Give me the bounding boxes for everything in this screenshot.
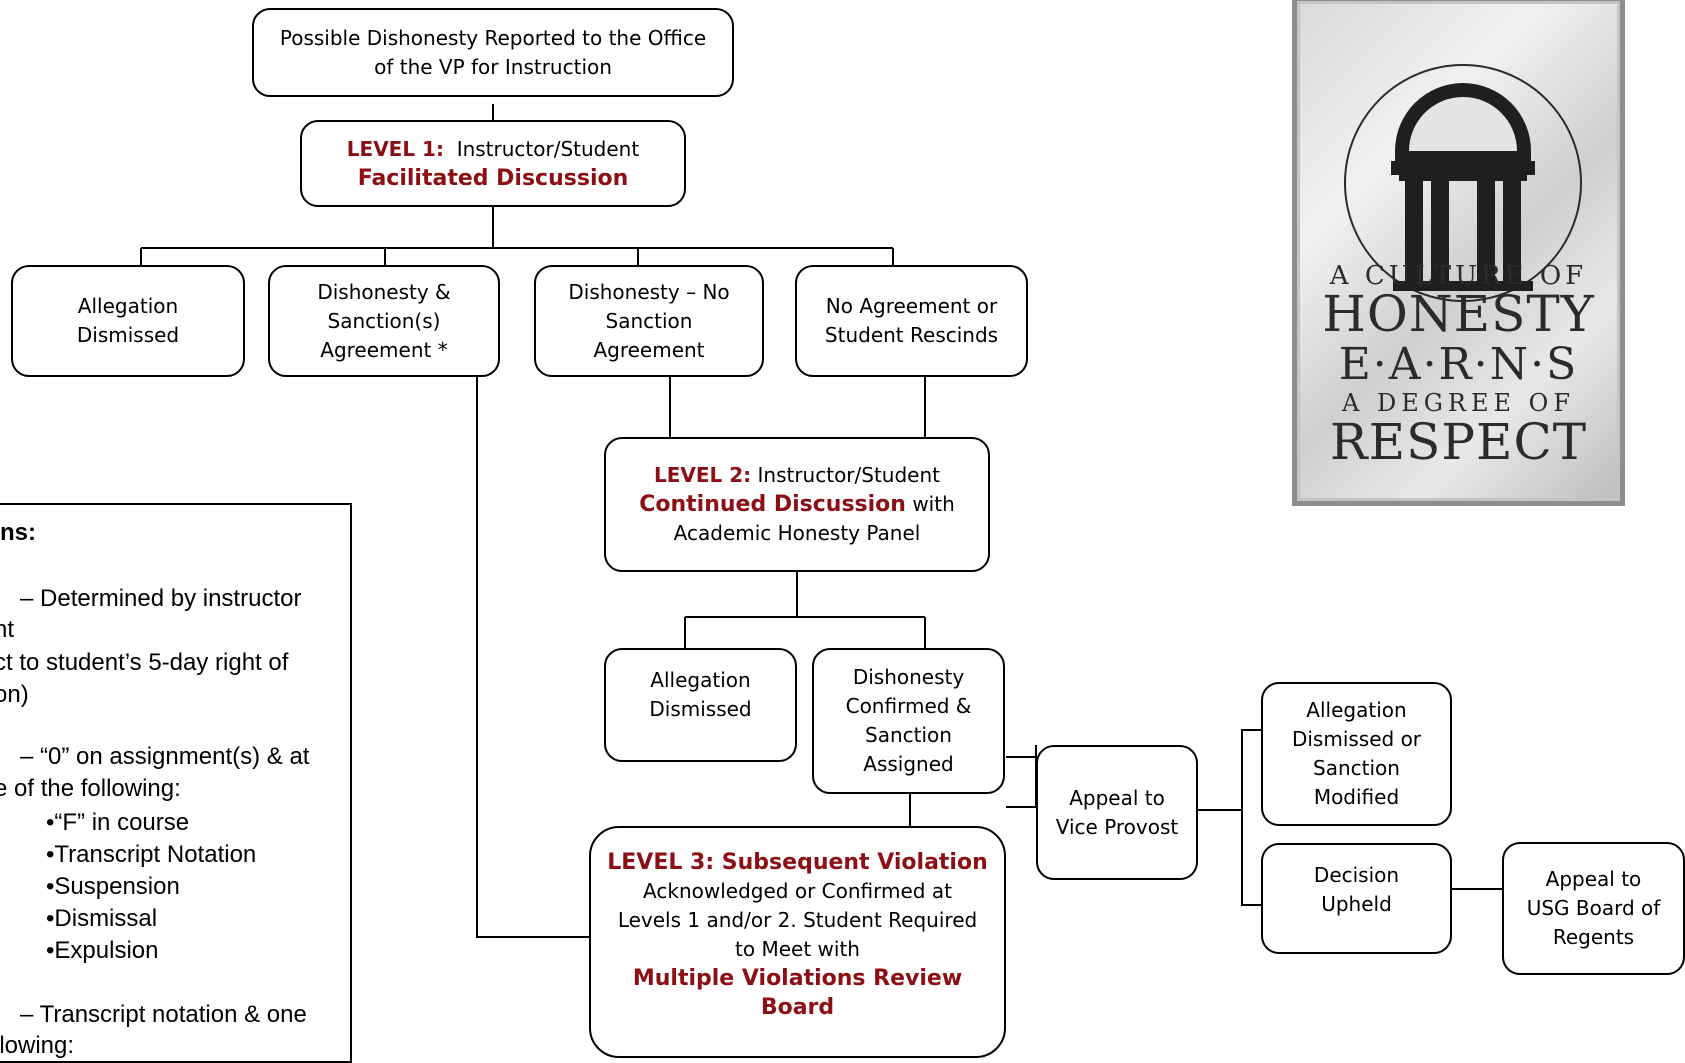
appeal-result-line: Upheld (1321, 892, 1392, 916)
level3-box: LEVEL 3: Subsequent Violation Acknowledg… (589, 826, 1006, 1058)
level2-label: LEVEL 2: (653, 463, 752, 487)
legend-line: – Determined by instructor (20, 585, 302, 612)
outcome-line: Sanction (605, 308, 693, 333)
connector (476, 377, 589, 938)
outcome-line: Allegation (77, 294, 179, 318)
appeal-vice-provost-box: Appeal to Vice Provost (1036, 745, 1198, 880)
arch-icon (1344, 64, 1582, 302)
appeal-result-line: Decision (1313, 863, 1400, 887)
level3-board-line: Multiple Violations Review (632, 966, 963, 991)
outcome2-dishonesty-confirmed: Dishonesty Confirmed & Sanction Assigned (812, 648, 1005, 794)
outcome-allegation-dismissed: Allegation Dismissed (11, 265, 245, 377)
outcome-line: Confirmed & (845, 694, 972, 718)
level2-box: LEVEL 2: Instructor/Student Continued Di… (604, 437, 990, 572)
legend-line: llowing: (0, 1032, 75, 1059)
outcome-line: Dismissed (649, 697, 752, 721)
level3-board-line: Board (760, 995, 835, 1020)
appeal-result-line: Allegation (1306, 698, 1407, 722)
outcome-line: Sanction (865, 723, 952, 747)
report-box: Possible Dishonesty Reported to the Offi… (252, 8, 734, 97)
appeal-line: USG Board of (1526, 896, 1661, 920)
level3-line: Acknowledged or Confirmed at (643, 879, 952, 903)
outcome-line: No Agreement or (825, 294, 998, 318)
appeal-line: Appeal to (1069, 785, 1165, 810)
report-line: of the VP for Instruction (374, 54, 612, 79)
sanctions-legend: ns: – Determined by instructor nt ct to … (0, 503, 352, 1063)
report-line: Possible Dishonesty Reported to the Offi… (279, 25, 707, 50)
legend-line: – Transcript notation & one (20, 1001, 307, 1028)
appeal-usg-box: Appeal to USG Board of Regents (1502, 842, 1685, 975)
outcome-line: Sanction(s) (327, 308, 441, 333)
outcome-line: Assigned (863, 752, 954, 776)
logo-line: RESPECT (1329, 413, 1588, 471)
logo-line: A DEGREE OF (1342, 389, 1575, 417)
appeal-result-upheld: Decision Upheld (1261, 843, 1452, 954)
honesty-logo: A CULTURE OF HONESTY E·A·R·N·S A DEGREE … (1292, 0, 1625, 506)
legend-line: nt (0, 616, 15, 643)
appeal-result-line: Modified (1313, 785, 1400, 809)
logo-line: E·A·R·N·S (1338, 339, 1579, 390)
legend-line: e of the following: (0, 775, 181, 802)
logo-line: HONESTY (1322, 285, 1595, 343)
level3-line: Levels 1 and/or 2. Student Required (617, 908, 978, 932)
legend-line: – “0” on assignment(s) & at (20, 743, 310, 770)
outcome-line: Dismissed (76, 323, 180, 347)
legend-item: •Expulsion (46, 937, 159, 964)
legend-line: ct to student’s 5-day right of (0, 649, 289, 676)
legend-heading: ns: (0, 519, 36, 546)
appeal-line: Regents (1552, 925, 1635, 949)
outcome-line: Dishonesty (852, 665, 965, 689)
legend-item: •“F” in course (46, 809, 190, 836)
appeal-line: Vice Provost (1055, 814, 1179, 839)
appeal-result-line: Dismissed or (1291, 727, 1422, 751)
level2-line3: Academic Honesty Panel (673, 521, 921, 545)
level3-title: LEVEL 3: Subsequent Violation (607, 850, 988, 875)
outcome-no-agreement: No Agreement or Student Rescinds (795, 265, 1028, 377)
outcome-line: Dishonesty – No (568, 279, 730, 304)
outcome-line: Student Rescinds (824, 323, 999, 347)
outcome-line: Agreement * (320, 337, 448, 362)
level2-title: Continued Discussion (639, 492, 906, 517)
level1-label: LEVEL 1: (346, 136, 444, 161)
legend-line: on) (0, 681, 29, 708)
logo-line: A CULTURE OF (1329, 261, 1588, 291)
outcome-line: Allegation (650, 668, 751, 692)
connector (1241, 729, 1261, 906)
appeal-result-line: Sanction (1313, 756, 1400, 780)
appeal-line: Appeal to (1545, 867, 1642, 891)
legend-item: •Suspension (46, 873, 180, 900)
level1-box: LEVEL 1: Instructor/Student Facilitated … (300, 120, 686, 207)
outcome2-allegation-dismissed: Allegation Dismissed (604, 648, 797, 762)
outcome-line: Dishonesty & (317, 279, 451, 304)
legend-item: •Dismissal (46, 905, 158, 932)
level1-title: Facilitated Discussion (357, 165, 629, 191)
level2-text: Instructor/Student (757, 463, 941, 487)
level2-title-suffix: with (912, 492, 955, 516)
outcome-line: Agreement (593, 337, 705, 362)
legend-item: •Transcript Notation (46, 841, 257, 868)
outcome-no-sanction-agreement: Dishonesty – No Sanction Agreement (534, 265, 764, 377)
level3-line: to Meet with (735, 937, 860, 961)
appeal-result-modified: Allegation Dismissed or Sanction Modifie… (1261, 682, 1452, 826)
level1-text: Instructor/Student (456, 136, 640, 161)
outcome-sanction-agreement: Dishonesty & Sanction(s) Agreement * (268, 265, 500, 377)
